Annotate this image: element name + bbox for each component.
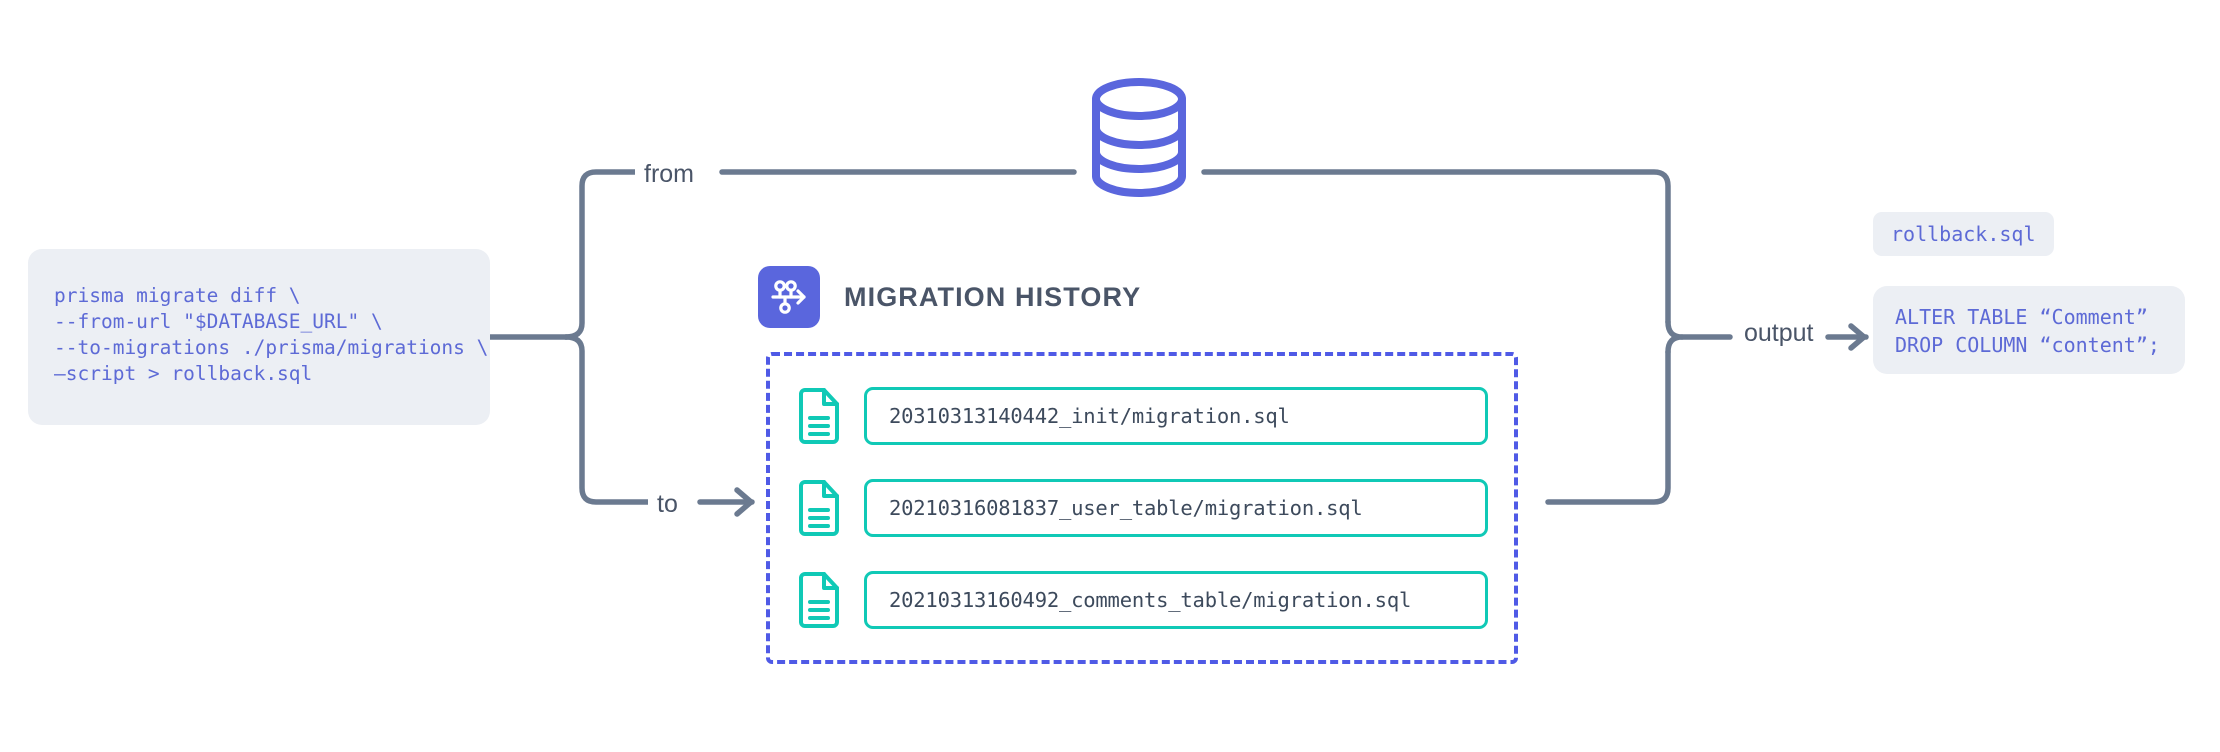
wire-migrations-to-output [1545, 349, 1671, 505]
migration-history-title: MIGRATION HISTORY [844, 281, 1142, 312]
migration-list-item[interactable]: 20210316081837_user_table/migration.sql [796, 470, 1488, 546]
wire-database-to-output [1201, 169, 1671, 325]
wire-to-arrowhead [734, 487, 754, 517]
migration-file-name: 20210316081837_user_table/migration.sql [889, 496, 1363, 520]
connector-label-to: to [648, 489, 687, 519]
migration-file-name: 20310313140442_init/migration.sql [889, 404, 1290, 428]
wire-branch-from [563, 169, 683, 340]
migration-file-name: 20210313160492_comments_table/migration.… [889, 588, 1412, 612]
wire-output-arrowhead [1848, 323, 1867, 351]
migration-file-pill[interactable]: 20210313160492_comments_table/migration.… [864, 571, 1488, 629]
wire-output-brace-tip [1665, 319, 1685, 355]
file-document-icon [799, 388, 839, 444]
file-document-icon [799, 480, 839, 536]
connector-label-output: output [1735, 318, 1823, 348]
command-line-3: --to-migrations ./prisma/migrations \ [54, 336, 489, 359]
output-sql-block: ALTER TABLE “Comment” DROP COLUMN “conte… [1873, 286, 2185, 374]
migration-history-container: 20310313140442_init/migration.sql 202103… [766, 352, 1518, 664]
command-line-2: --from-url "$DATABASE_URL" \ [54, 310, 383, 333]
migration-list-item[interactable]: 20210313160492_comments_table/migration.… [796, 562, 1488, 638]
migration-history-header: MIGRATION HISTORY [758, 266, 1141, 328]
sql-line-1: ALTER TABLE “Comment” [1895, 305, 2148, 329]
wire-branch-to [563, 334, 663, 505]
command-line-4: –script > rollback.sql [54, 362, 313, 385]
migration-branch-icon [758, 266, 820, 328]
migration-list-item[interactable]: 20310313140442_init/migration.sql [796, 378, 1488, 454]
connector-label-from: from [635, 159, 703, 189]
file-document-icon [799, 572, 839, 628]
migration-file-pill[interactable]: 20210316081837_user_table/migration.sql [864, 479, 1488, 537]
database-cylinder-icon [1092, 78, 1186, 197]
sql-line-2: DROP COLUMN “content”; [1895, 333, 2160, 357]
rollback-file-name: rollback.sql [1891, 222, 2036, 246]
migration-file-pill[interactable]: 20310313140442_init/migration.sql [864, 387, 1488, 445]
command-code-block: prisma migrate diff \ --from-url "$DATAB… [28, 249, 490, 425]
rollback-file-badge: rollback.sql [1873, 212, 2054, 256]
command-line-1: prisma migrate diff \ [54, 284, 301, 307]
